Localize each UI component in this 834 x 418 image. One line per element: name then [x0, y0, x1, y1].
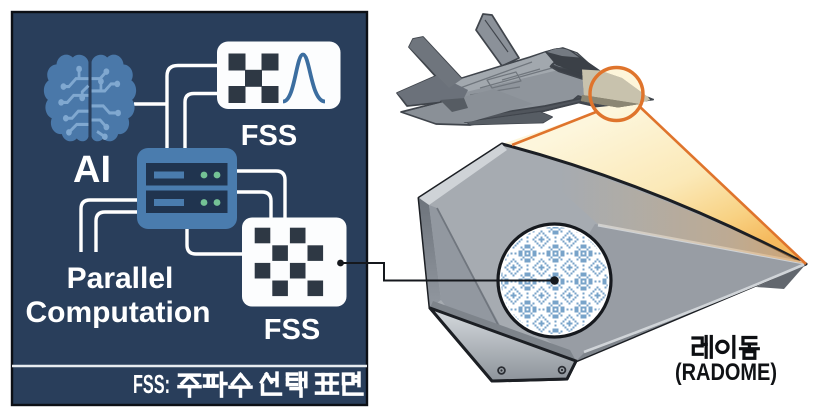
svg-text:(RADOME): (RADOME) [675, 359, 777, 386]
svg-text:FSS:: FSS: [133, 369, 170, 399]
svg-text:Parallel: Parallel [67, 262, 174, 295]
svg-text:Computation: Computation [26, 296, 211, 329]
svg-text:AI: AI [73, 149, 111, 191]
svg-text:FSS: FSS [264, 314, 320, 346]
svg-text:FSS: FSS [241, 120, 297, 152]
